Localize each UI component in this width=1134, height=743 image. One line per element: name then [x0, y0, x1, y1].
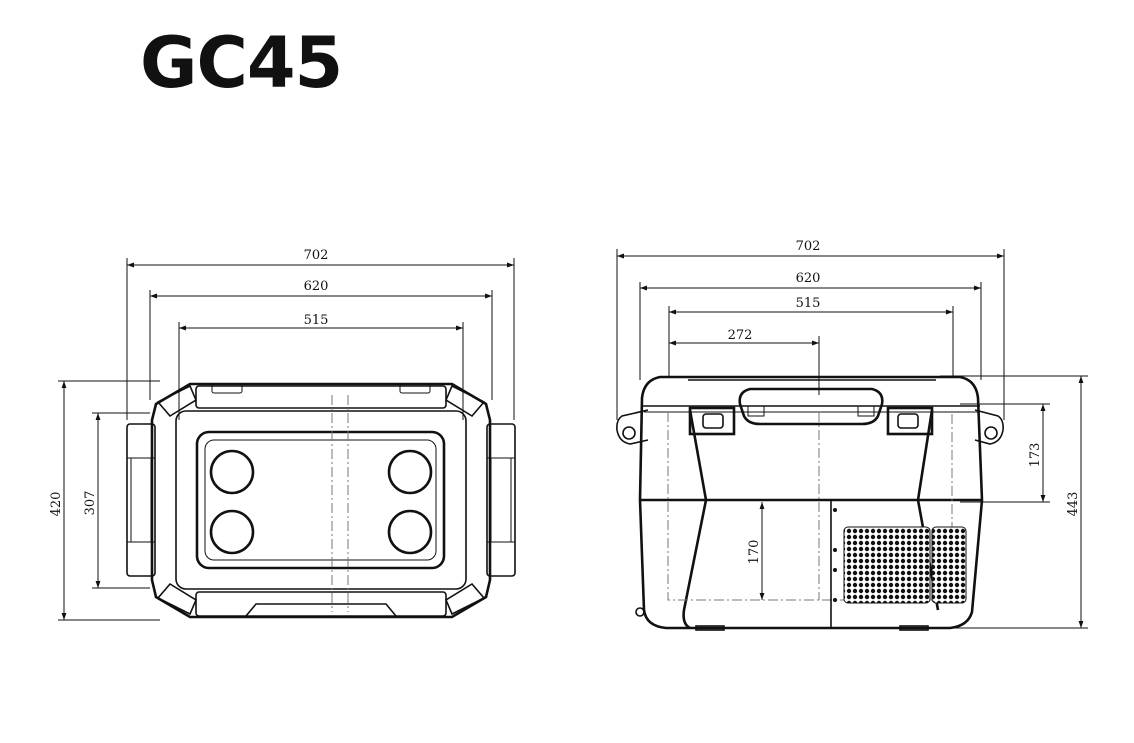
- dim-front-515: 515: [668, 296, 954, 378]
- dim-label-515-front: 515: [796, 296, 821, 311]
- latch-right: [886, 406, 934, 436]
- dim-top-515: 515: [178, 313, 464, 420]
- cup-holders: [209, 449, 433, 555]
- dim-label-702-front: 702: [796, 239, 821, 254]
- dim-label-443: 443: [1066, 492, 1081, 517]
- dim-front-620: 620: [639, 271, 982, 380]
- dim-label-702: 702: [304, 248, 329, 263]
- dim-top-420: 420: [49, 380, 160, 621]
- dim-label-620-front: 620: [796, 271, 821, 286]
- vent-grille-right: [931, 526, 967, 604]
- dim-front-702: 702: [616, 239, 1005, 420]
- dim-front-443: 443: [940, 375, 1088, 629]
- dim-label-173: 173: [1028, 443, 1043, 468]
- right-lug: [974, 409, 1004, 445]
- top-view: 702 620 515 420 307: [49, 248, 516, 621]
- dim-front-272: 272: [669, 328, 820, 395]
- lid-handle: [738, 387, 884, 426]
- dim-top-307: 307: [83, 412, 150, 589]
- dim-label-170: 170: [747, 540, 762, 565]
- dim-label-307: 307: [83, 491, 98, 516]
- model-title: GC45: [140, 22, 343, 104]
- latch-left: [688, 406, 736, 436]
- front-view: 702 620 515 272 443: [616, 239, 1088, 631]
- dim-top-702: 702: [126, 248, 515, 420]
- top-view-body-outline: [150, 382, 492, 619]
- dim-front-173: 173: [960, 403, 1050, 503]
- vent-grille-left: [843, 526, 931, 604]
- dim-label-620: 620: [304, 279, 329, 294]
- left-handle: [126, 423, 156, 577]
- dim-label-420: 420: [49, 492, 64, 517]
- dim-label-515: 515: [304, 313, 329, 328]
- dim-label-272: 272: [728, 328, 753, 343]
- left-lug: [616, 409, 649, 445]
- dim-top-620: 620: [149, 279, 493, 400]
- dim-front-170: 170: [747, 502, 765, 600]
- front-view-body-outline: [638, 375, 984, 630]
